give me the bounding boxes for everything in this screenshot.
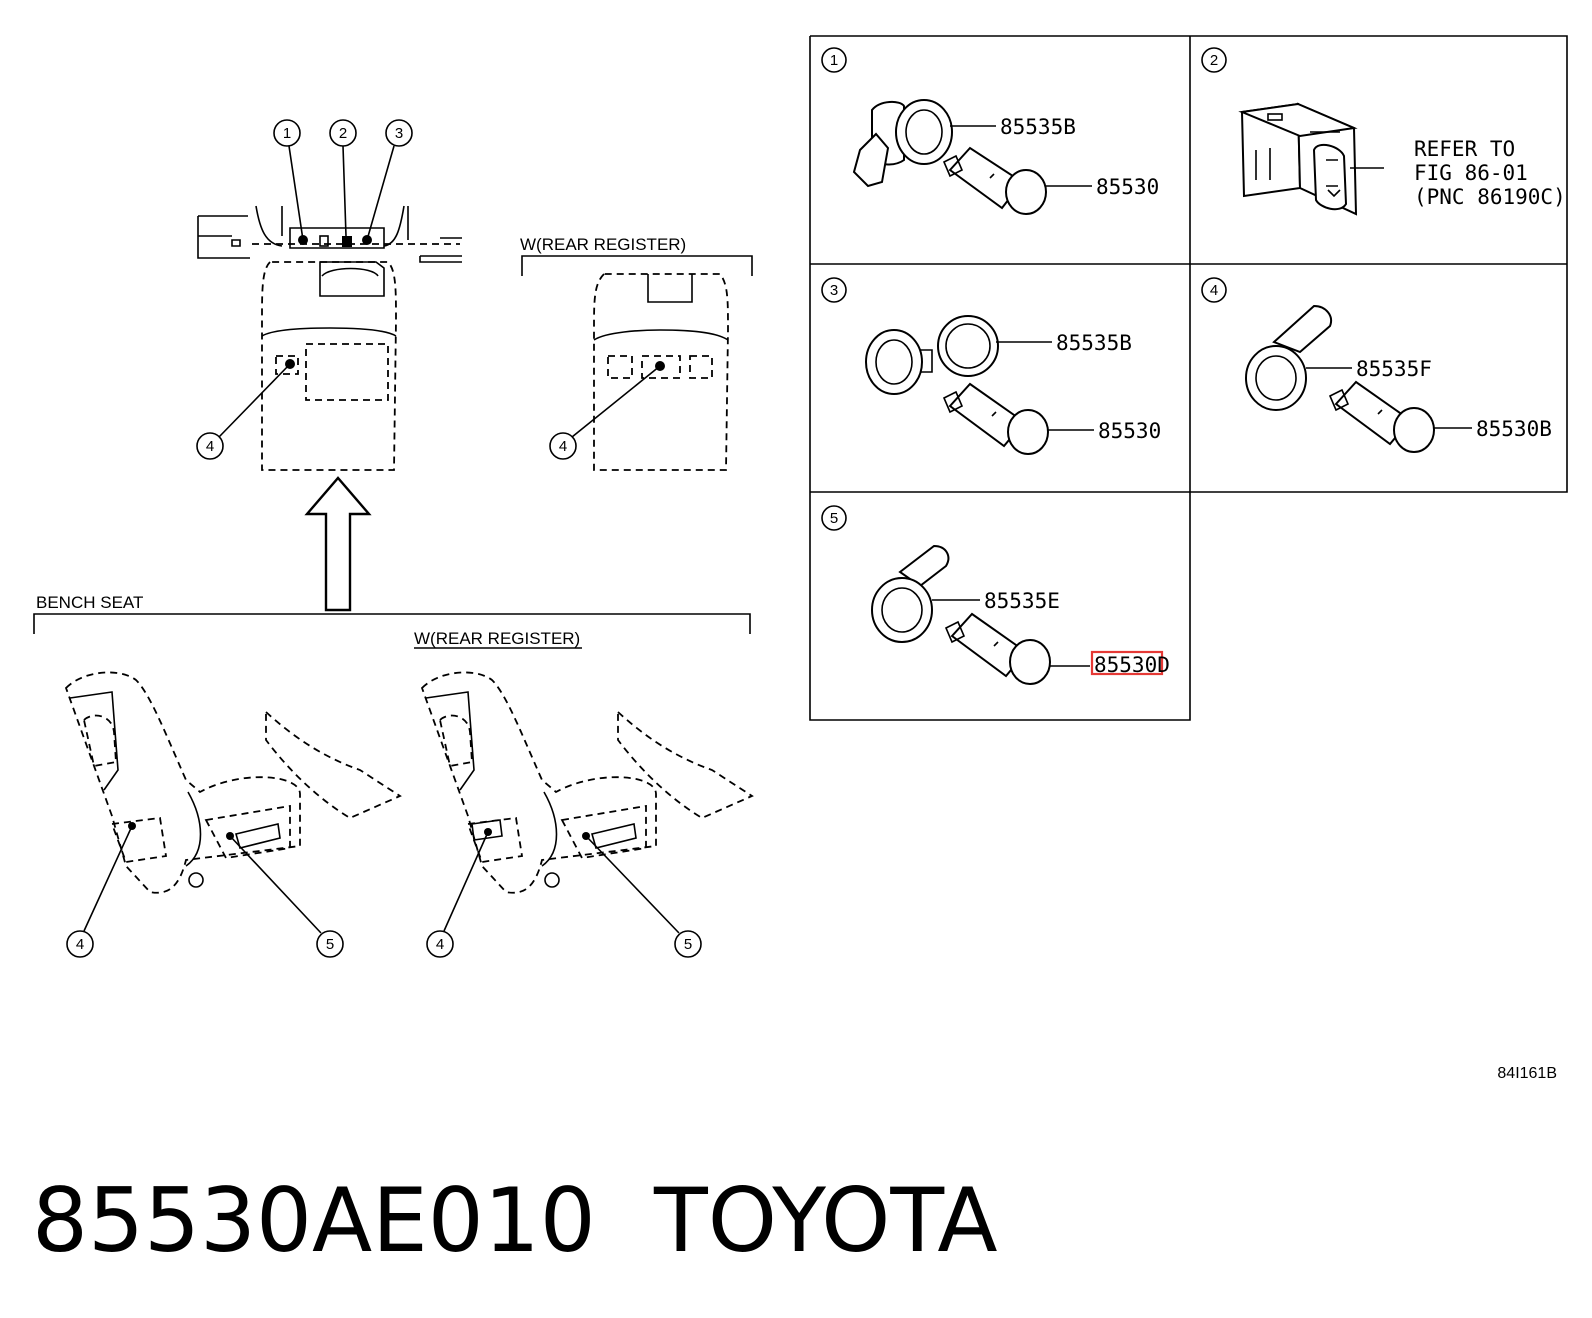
panel-3: 3 85535B 85530 xyxy=(821,277,1161,455)
panel-1-number-circle xyxy=(821,47,847,73)
panel-1-part-b: 85530 xyxy=(1096,175,1159,199)
rear-callout-4-label: 4 xyxy=(559,438,567,455)
panel-3-part-a: 85535B xyxy=(1056,331,1132,355)
detail-grid xyxy=(809,35,1568,721)
callout-3 xyxy=(385,119,413,147)
rear-register-bottom-label: W(REAR REGISTER) xyxy=(414,629,580,648)
caption-brand: TOYOTA xyxy=(653,1169,998,1272)
panel-3-part-b: 85530 xyxy=(1098,419,1161,443)
panel-2: 2 REFER TO FIG 86-01 (PNC 86190C) xyxy=(1201,47,1566,216)
usb-port-module xyxy=(1238,102,1358,216)
panel-1: 1 85535B 85530 xyxy=(821,47,1159,215)
seat-right-callout-5 xyxy=(674,930,702,958)
cigarette-socket-1 xyxy=(852,99,953,188)
seat-left-callout-4 xyxy=(66,930,94,958)
small-socket-mark xyxy=(319,235,329,247)
socket-plug-4 xyxy=(1328,380,1435,453)
panel-1-part-a: 85535B xyxy=(1000,115,1076,139)
rear-callout-4 xyxy=(549,432,577,460)
caption-part-number: 85530AE010 xyxy=(32,1169,596,1272)
panel-2-number-circle xyxy=(1201,47,1227,73)
cigarette-socket-5 xyxy=(871,544,950,643)
socket-plug-5 xyxy=(944,612,1051,685)
callout-1-label: 1 xyxy=(283,125,291,142)
seat-left-callout-4-label: 4 xyxy=(76,936,84,953)
panel-5-part-a: 85535E xyxy=(984,589,1060,613)
seat-right-callout-4-label: 4 xyxy=(436,936,444,953)
seat-right-callout-4 xyxy=(426,930,454,958)
panel-4-part-a: 85535F xyxy=(1356,357,1432,381)
panel-4-part-b: 85530B xyxy=(1476,417,1552,441)
up-arrow xyxy=(304,476,372,612)
bench-seat-left: 4 5 xyxy=(64,671,402,958)
cigarette-socket-3 xyxy=(865,315,999,395)
cigarette-socket-4 xyxy=(1245,304,1332,411)
callout-1 xyxy=(273,119,301,147)
rear-register-top-label: W(REAR REGISTER) xyxy=(520,235,686,254)
panel-5-number: 5 xyxy=(830,510,838,527)
socket-plug-3 xyxy=(942,382,1049,455)
seat-left-callout-5 xyxy=(316,930,344,958)
panel-4-number: 4 xyxy=(1210,282,1218,299)
panel-2-refer-line1: REFER TO xyxy=(1414,137,1515,161)
panel-5-part-b-highlighted: 85530D xyxy=(1094,653,1170,677)
socket-plug-1 xyxy=(942,146,1047,215)
callout-4-label: 4 xyxy=(206,438,214,455)
panel-4-number-circle xyxy=(1201,277,1227,303)
panel-5-number-circle xyxy=(821,505,847,531)
callout-2-label: 2 xyxy=(339,125,347,142)
panel-1-number: 1 xyxy=(830,52,838,69)
callout-3-label: 3 xyxy=(395,125,403,142)
panel-3-number: 3 xyxy=(830,282,838,299)
panel-2-refer-line2: FIG 86-01 xyxy=(1414,161,1528,185)
panel-2-refer-line3: (PNC 86190C) xyxy=(1414,185,1566,209)
bench-seat-label: BENCH SEAT xyxy=(36,593,143,612)
bench-seat-overview: BENCH SEAT W(REAR REGISTER) 4 5 xyxy=(33,593,754,958)
panel-5: 5 85535E 85530D xyxy=(821,505,1170,685)
rear-register-overview: W(REAR REGISTER) 4 xyxy=(520,235,753,471)
figure-code: 84I161B xyxy=(1497,1065,1557,1082)
panel-3-number-circle xyxy=(821,277,847,303)
callout-4 xyxy=(196,432,224,460)
seat-right-callout-5-label: 5 xyxy=(684,936,692,953)
usb-mark xyxy=(342,236,352,247)
highlight-box xyxy=(1090,650,1164,676)
seat-left-callout-5-label: 5 xyxy=(326,936,334,953)
console-overview: 1 2 3 4 xyxy=(196,119,462,612)
panel-4: 4 85535F 85530B xyxy=(1201,277,1552,453)
bench-seat-right: 4 5 xyxy=(420,671,754,958)
panel-2-number: 2 xyxy=(1210,52,1218,69)
